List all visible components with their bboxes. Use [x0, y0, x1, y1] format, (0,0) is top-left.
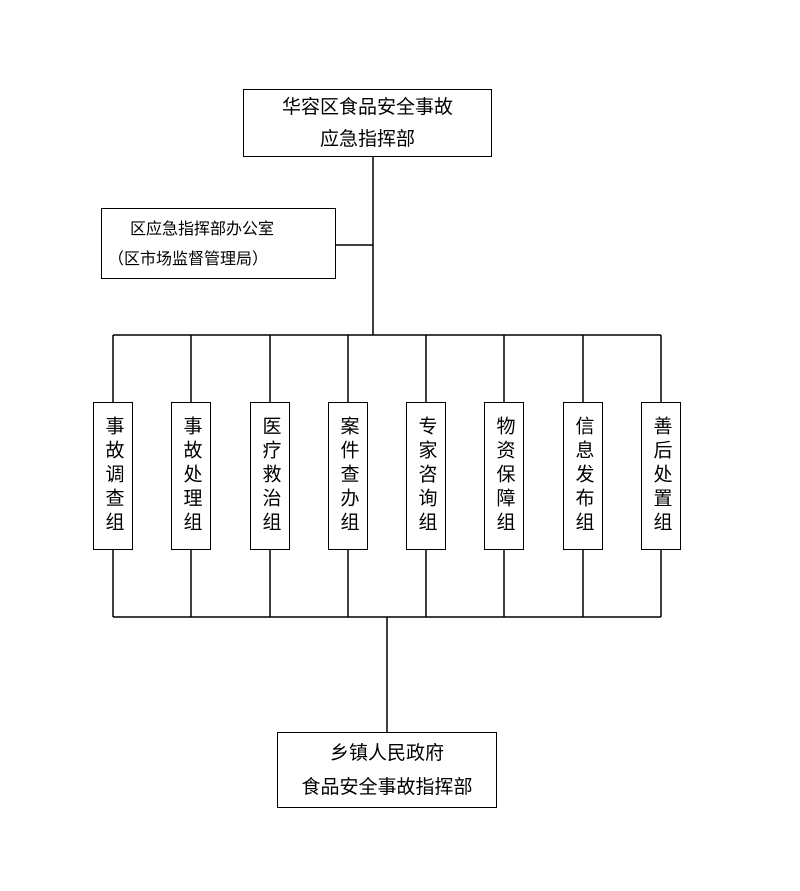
township-line2: 食品安全事故指挥部: [301, 776, 473, 798]
group-label: 医疗救治组: [259, 416, 282, 536]
office-line1: 区应急指挥部办公室: [130, 218, 275, 238]
group-label: 案件查办组: [337, 416, 360, 536]
group-box-3: 医疗救治组: [250, 402, 290, 550]
group-box-4: 案件查办组: [328, 402, 368, 550]
group-box-2: 事故处理组: [171, 402, 211, 550]
office-line2: （区市场监督管理局）: [108, 248, 269, 268]
group-label: 事故处理组: [180, 416, 203, 536]
group-label: 物资保障组: [493, 416, 516, 536]
top-command-line2: 应急指挥部: [319, 128, 415, 150]
group-box-6: 物资保障组: [484, 402, 524, 550]
township-line1: 乡镇人民政府: [329, 742, 444, 764]
group-label: 事故调查组: [102, 416, 125, 536]
top-command-box: 华容区食品安全事故 应急指挥部: [243, 89, 492, 157]
office-box: 区应急指挥部办公室 （区市场监督管理局）: [101, 208, 336, 279]
township-command-box: 乡镇人民政府 食品安全事故指挥部: [277, 732, 497, 808]
top-command-line1: 华容区食品安全事故: [281, 96, 453, 118]
group-box-5: 专家咨询组: [406, 402, 446, 550]
group-label: 善后处置组: [650, 416, 673, 536]
group-label: 专家咨询组: [415, 416, 438, 536]
group-label: 信息发布组: [572, 416, 595, 536]
group-box-1: 事故调查组: [93, 402, 133, 550]
group-box-7: 信息发布组: [563, 402, 603, 550]
group-box-8: 善后处置组: [641, 402, 681, 550]
